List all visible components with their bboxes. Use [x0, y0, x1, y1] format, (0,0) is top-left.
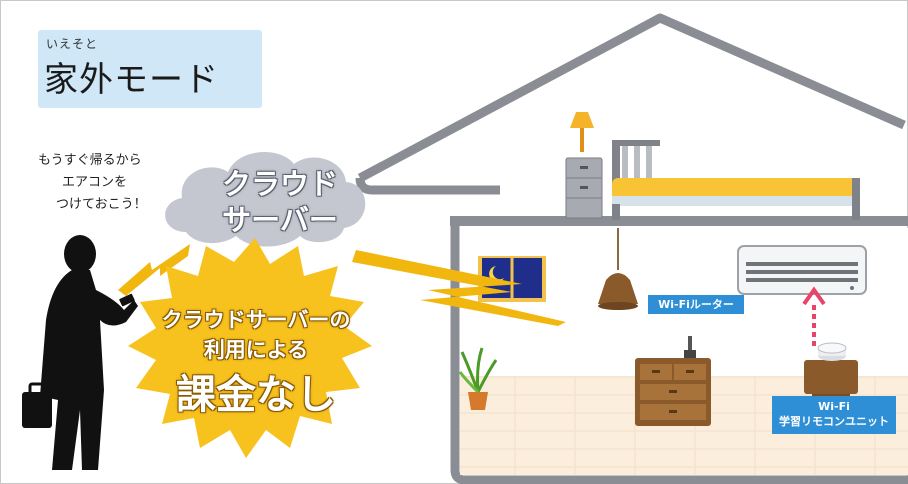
- router-label: Wi-Fiルーター: [648, 295, 744, 314]
- person-silhouette: [22, 235, 138, 470]
- remote-unit-label-line-2: 学習リモコンユニット: [779, 415, 889, 428]
- bed: [612, 140, 860, 220]
- cloud-label-line-2: サーバー: [222, 203, 338, 237]
- speech-line-1: もうすぐ帰るから: [38, 153, 142, 168]
- wifi-router: [684, 336, 696, 358]
- signal-bolt-phone-cloud: [118, 244, 190, 296]
- mode-title-box: [38, 30, 262, 108]
- pendant-lamp: [598, 228, 638, 310]
- floor-slab: [450, 216, 908, 226]
- infrared-signal: [802, 286, 826, 346]
- speech-line-2: エアコンを: [62, 175, 128, 190]
- dresser: [635, 358, 711, 426]
- speech-line-3: つけておこう！: [56, 197, 147, 212]
- house-outline: [355, 13, 906, 195]
- remote-unit-label: Wi-Fi 学習リモコンユニット: [772, 396, 896, 434]
- air-conditioner: [737, 245, 867, 295]
- potted-plant: [458, 347, 498, 410]
- burst-text-line-1: クラウドサーバーの: [161, 308, 351, 332]
- signal-bolt-cloud-house: [352, 250, 566, 326]
- burst-text-line-2: 利用による: [203, 338, 309, 362]
- remote-unit: [817, 342, 847, 361]
- no-charge-burst: [128, 238, 372, 458]
- mode-title: 家外モード: [44, 60, 219, 100]
- burst-text-line-3: 課金なし: [176, 372, 336, 418]
- cloud-label-line-1: クラウド: [221, 167, 338, 201]
- remote-unit-label-line-1: Wi-Fi: [818, 400, 850, 413]
- mode-title-ruby: いえそと: [46, 37, 99, 51]
- nightstand-with-lamp: [565, 112, 603, 219]
- cloud-server-icon: [165, 152, 366, 247]
